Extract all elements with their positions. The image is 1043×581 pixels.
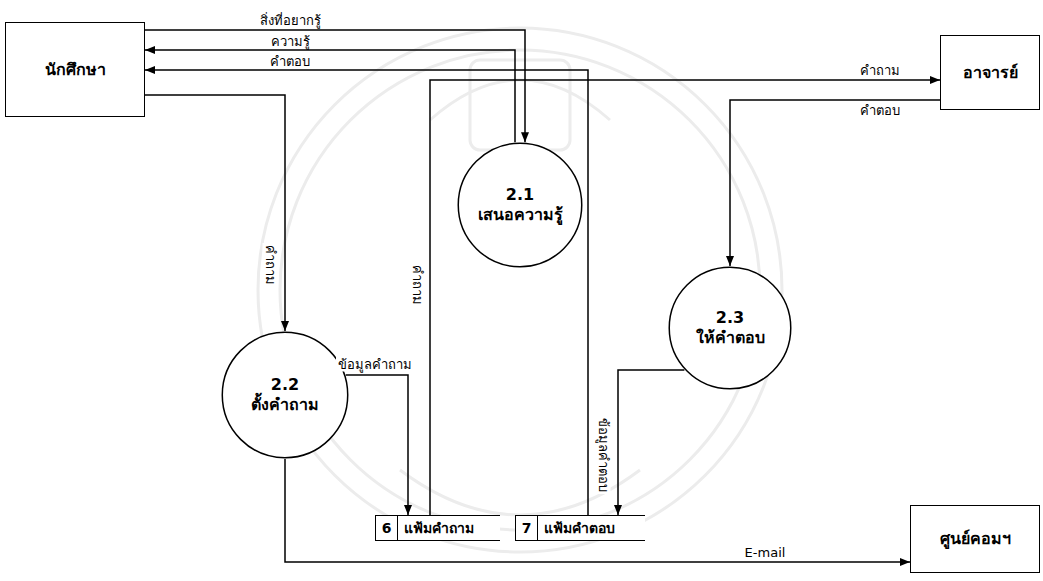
store-name: แฟ้มคำถาม (398, 519, 474, 537)
flow-label: สิ่งที่อยากรู้ (258, 13, 323, 28)
flow-label: คำถาม (858, 63, 902, 78)
data-store: 6แฟ้มคำถาม (375, 515, 500, 541)
process-number: 2.3 (716, 308, 744, 328)
flow-label: ข้อมูลคำตอบ (596, 416, 611, 494)
process-circle: 2.1เสนอความรู้ (457, 142, 583, 268)
flow-label: E-mail (743, 545, 788, 560)
flow-label: ความรู้ (269, 34, 312, 49)
process-name: ตั้งคำถาม (251, 395, 319, 415)
flow-label: คำถาม (410, 263, 425, 307)
data-flow (618, 370, 684, 515)
data-flow (346, 375, 408, 515)
process-circle: 2.3ให้คำตอบ (668, 266, 792, 390)
process-circle: 2.2ตั้งคำถาม (221, 331, 349, 459)
data-flow (730, 100, 940, 266)
data-flow (145, 95, 285, 331)
data-flow (145, 30, 525, 142)
flow-label: คำตอบ (268, 54, 312, 69)
data-flow (430, 80, 940, 515)
process-name: เสนอความรู้ (478, 205, 563, 225)
entity-name: นักศึกษา (45, 60, 106, 80)
external-entity: อาจารย์ (940, 35, 1040, 110)
process-name: ให้คำตอบ (696, 328, 765, 348)
external-entity: ศูนย์คอมฯ (910, 505, 1040, 573)
entity-name: อาจารย์ (963, 63, 1018, 83)
flow-label: คำถาม (263, 243, 278, 287)
data-store: 7แฟ้มคำตอบ (515, 515, 645, 541)
process-number: 2.1 (506, 185, 534, 205)
data-flow (145, 70, 588, 515)
flow-label: ข้อมูลคำถาม (336, 357, 414, 372)
store-number: 6 (376, 516, 398, 540)
data-flow (145, 50, 515, 142)
store-name: แฟ้มคำตอบ (538, 519, 615, 537)
external-entity: นักศึกษา (5, 22, 145, 117)
store-number: 7 (516, 516, 538, 540)
process-number: 2.2 (271, 375, 299, 395)
flow-label: คำตอบ (858, 103, 902, 118)
entity-name: ศูนย์คอมฯ (940, 529, 1011, 549)
